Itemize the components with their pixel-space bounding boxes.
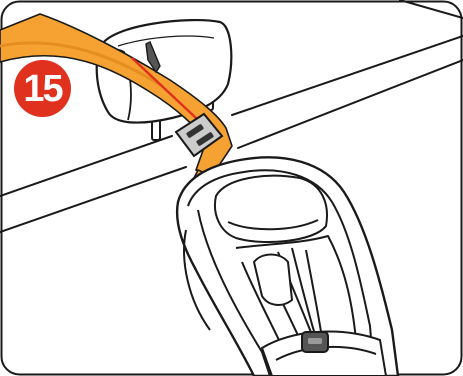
step-badge: 15: [14, 60, 71, 117]
step-number: 15: [23, 70, 61, 108]
child-car-seat-icon: [177, 157, 398, 376]
